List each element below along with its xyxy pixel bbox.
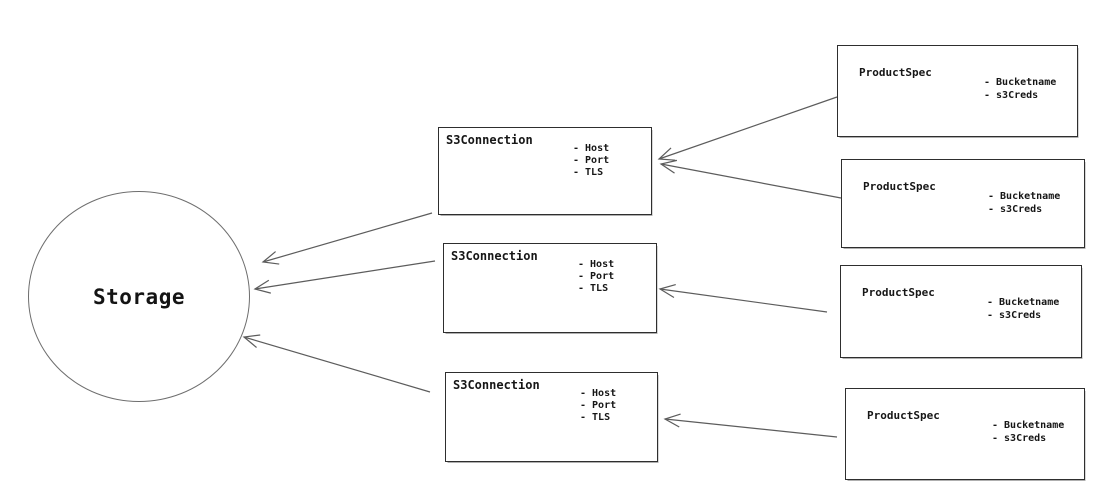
product-spec-node-4[interactable]: ProductSpec - Bucketname - s3Creds [845, 388, 1085, 480]
node-title: S3Connection [451, 249, 538, 263]
attribute: - Bucketname [988, 191, 1061, 202]
attribute: - s3Creds [992, 433, 1047, 444]
attribute: - Bucketname [992, 420, 1065, 431]
product-spec-node-2[interactable]: ProductSpec - Bucketname - s3Creds [841, 159, 1085, 248]
attribute: - TLS [573, 167, 604, 178]
storage-label: Storage [92, 284, 185, 309]
s3-connection-node-1[interactable]: S3Connection - Host - Port - TLS [438, 127, 652, 215]
attribute: - Port [573, 155, 610, 166]
product-spec-node-1[interactable]: ProductSpec - Bucketname - s3Creds [837, 45, 1078, 137]
node-attributes: - Host - Port - TLS [578, 259, 614, 295]
attribute: - s3Creds [988, 204, 1043, 215]
node-attributes: - Host - Port - TLS [580, 388, 616, 424]
node-attributes: - Bucketname - s3Creds [992, 419, 1064, 445]
node-title: ProductSpec [862, 286, 935, 299]
node-attributes: - Bucketname - s3Creds [984, 76, 1056, 102]
attribute: - Host [573, 143, 610, 154]
node-attributes: - Host - Port - TLS [573, 143, 609, 179]
attribute: - Port [578, 271, 615, 282]
arrow-product-spec-2-to-s3-connection-1[interactable] [659, 159, 842, 199]
node-title: ProductSpec [863, 180, 936, 193]
arrow-s3-connection-3-to-storage[interactable] [242, 334, 431, 393]
attribute: - Host [580, 388, 617, 399]
node-attributes: - Bucketname - s3Creds [988, 190, 1060, 216]
attribute: - Bucketname [984, 77, 1057, 88]
arrow-product-spec-3-to-s3-connection-2[interactable] [658, 284, 828, 313]
attribute: - s3Creds [987, 310, 1042, 321]
attribute: - Port [580, 400, 617, 411]
arrow-s3-connection-1-to-storage[interactable] [261, 212, 433, 265]
node-title: S3Connection [453, 378, 540, 392]
arrow-s3-connection-2-to-storage[interactable] [253, 260, 436, 294]
arrow-product-spec-1-to-s3-connection-1[interactable] [657, 96, 838, 161]
product-spec-node-3[interactable]: ProductSpec - Bucketname - s3Creds [840, 265, 1082, 358]
attribute: - TLS [580, 412, 611, 423]
s3-connection-node-2[interactable]: S3Connection - Host - Port - TLS [443, 243, 657, 333]
arrow-product-spec-4-to-s3-connection-3[interactable] [663, 413, 838, 438]
node-title: S3Connection [446, 133, 533, 147]
attribute: - Bucketname [987, 297, 1060, 308]
node-title: ProductSpec [859, 66, 932, 79]
storage-node[interactable]: Storage [28, 191, 250, 402]
attribute: - Host [578, 259, 615, 270]
node-title: ProductSpec [867, 409, 940, 422]
attribute: - TLS [578, 283, 609, 294]
attribute: - s3Creds [984, 90, 1039, 101]
node-attributes: - Bucketname - s3Creds [987, 296, 1059, 322]
s3-connection-node-3[interactable]: S3Connection - Host - Port - TLS [445, 372, 658, 462]
